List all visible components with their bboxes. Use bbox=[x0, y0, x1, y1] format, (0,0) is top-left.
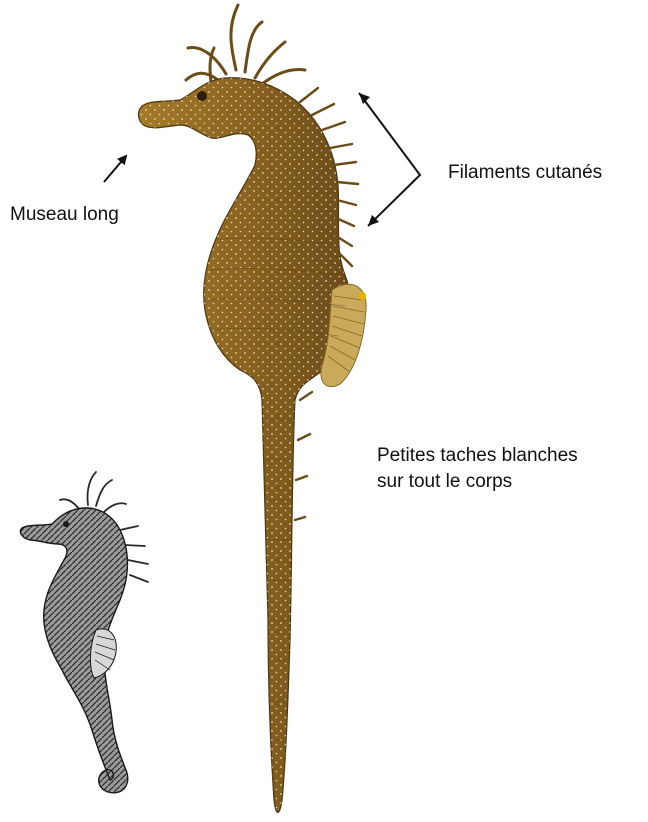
crown-filaments bbox=[186, 5, 305, 90]
seahorse-engraving bbox=[20, 472, 148, 793]
label-spots-line2: sur tout le corps bbox=[377, 469, 578, 495]
label-filaments: Filaments cutanés bbox=[448, 160, 602, 186]
label-spots: Petites taches blanches sur tout le corp… bbox=[377, 443, 578, 495]
label-snout: Museau long bbox=[10, 202, 119, 228]
arrow-snout-icon bbox=[104, 156, 126, 182]
seahorse-photo bbox=[138, 5, 366, 812]
bracket-arrows-icon bbox=[359, 93, 420, 226]
engraving-fin bbox=[90, 629, 116, 678]
eye bbox=[197, 91, 207, 101]
label-spots-line1: Petites taches blanches bbox=[377, 443, 578, 469]
